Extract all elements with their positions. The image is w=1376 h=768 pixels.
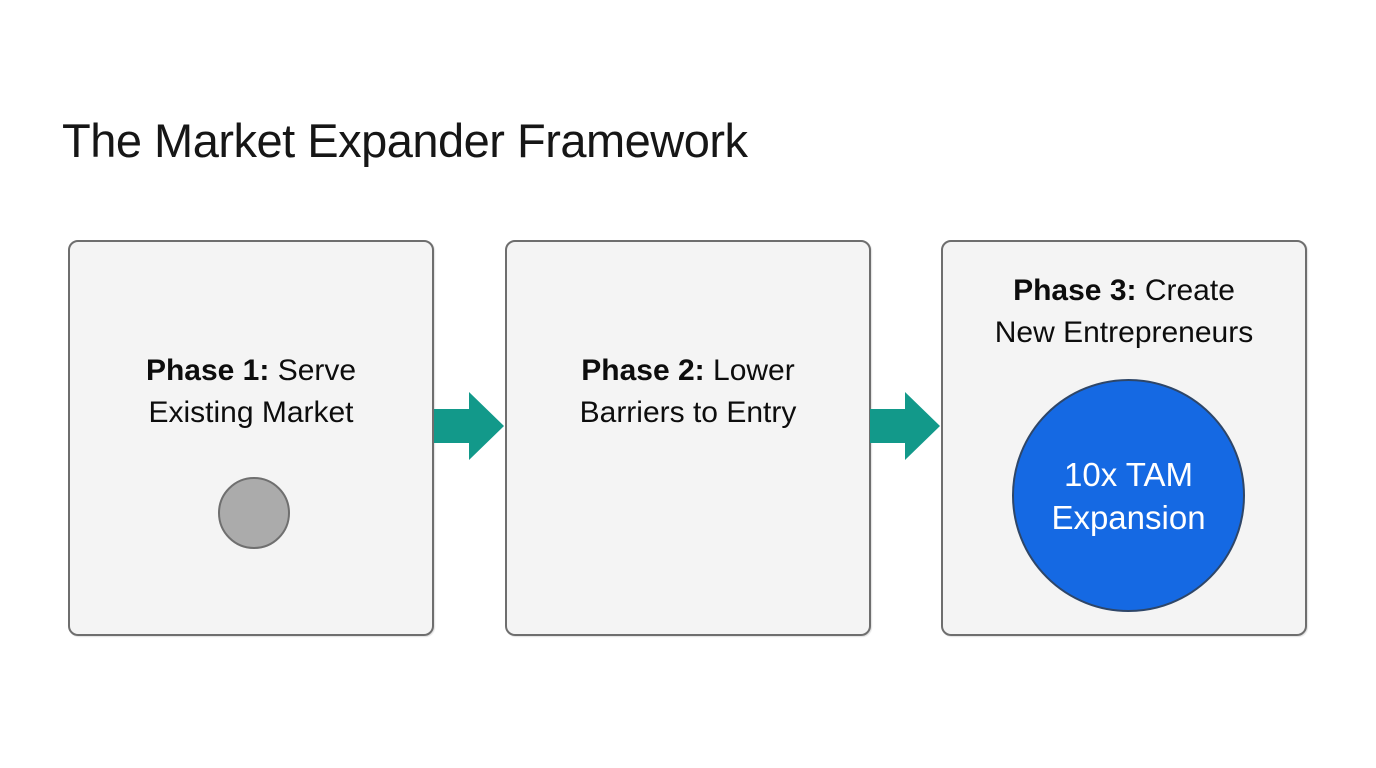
phase-1-heading-text: Serve Existing Market	[148, 354, 357, 429]
arrow-right-icon	[434, 392, 504, 460]
phase-3-heading-prefix: Phase 3:	[1013, 274, 1137, 307]
phase-3-box: Phase 3: Create New Entrepreneurs 10x TA…	[941, 240, 1307, 636]
existing-market-dot-icon	[218, 477, 290, 549]
phase-2-heading-prefix: Phase 2:	[581, 354, 705, 387]
phase-2-heading-text: Lower Barriers to Entry	[579, 354, 797, 429]
phase-3-heading-text: Create New Entrepreneurs	[994, 274, 1254, 349]
tam-expansion-bubble: 10x TAM Expansion	[1012, 379, 1245, 612]
phase-1-heading-prefix: Phase 1:	[145, 354, 270, 387]
arrow-right-icon	[870, 392, 940, 460]
phase-2-box: Phase 2: Lower Barriers to Entry	[505, 240, 871, 636]
phase-1-heading: Phase 1: Serve Existing Market	[80, 350, 422, 434]
arrow-right-shape	[434, 392, 504, 460]
phase-2-heading: Phase 2: Lower Barriers to Entry	[517, 350, 859, 434]
phase-1-box: Phase 1: Serve Existing Market	[68, 240, 434, 636]
phase-3-heading: Phase 3: Create New Entrepreneurs	[953, 270, 1295, 354]
page-title: The Market Expander Framework	[62, 114, 748, 168]
arrow-right-shape	[870, 392, 940, 460]
